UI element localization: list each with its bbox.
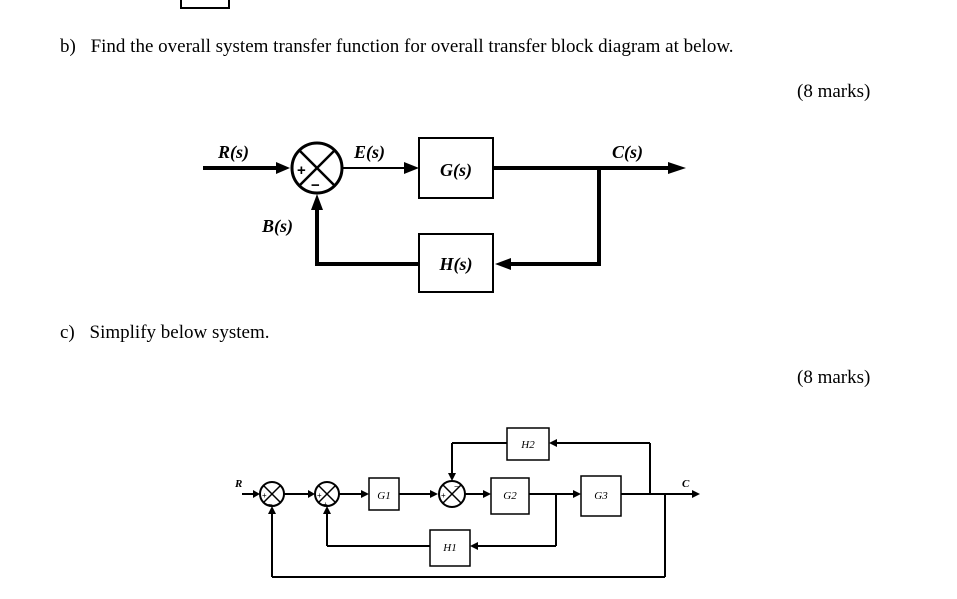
sum-plus-sign: + bbox=[297, 162, 306, 179]
label-output: C(s) bbox=[612, 142, 643, 163]
block-h2 bbox=[506, 427, 550, 461]
feedback-h-arrow bbox=[495, 258, 511, 270]
block-g1 bbox=[368, 477, 400, 511]
sum-minus-sign: − bbox=[311, 177, 320, 194]
c2-plus-sign-bottom: + bbox=[323, 500, 328, 509]
diagram-c bbox=[242, 427, 700, 578]
question-c: c) Simplify below system. bbox=[60, 322, 270, 344]
c3-minus-sign: − bbox=[454, 482, 459, 491]
block-h-label: H(s) bbox=[439, 254, 473, 275]
question-c-marks: (8 marks) bbox=[797, 367, 871, 388]
label-feedback: B(s) bbox=[261, 216, 293, 237]
block-g2 bbox=[490, 477, 530, 515]
c1-plus-sign: + bbox=[262, 491, 267, 500]
question-b: b) Find the overall system transfer func… bbox=[60, 36, 734, 58]
block-h1 bbox=[429, 529, 471, 567]
label-error: E(s) bbox=[353, 142, 385, 163]
block-g-label: G(s) bbox=[440, 160, 472, 181]
block-h1-label: H1 bbox=[442, 542, 456, 554]
error-arrow bbox=[404, 162, 419, 174]
label-c-input: R bbox=[234, 478, 242, 490]
question-b-label: b) bbox=[60, 36, 76, 57]
block-g3 bbox=[580, 475, 622, 517]
output-arrow bbox=[668, 162, 686, 174]
question-b-marks: (8 marks) bbox=[797, 81, 871, 102]
block-g1-label: G1 bbox=[377, 490, 390, 502]
feedback-up-arrow bbox=[311, 194, 323, 210]
input-arrow bbox=[276, 162, 290, 174]
block-h2-label: H2 bbox=[520, 439, 535, 451]
question-c-text: Simplify below system. bbox=[89, 322, 270, 343]
block-g bbox=[418, 137, 494, 199]
c2-plus-sign: + bbox=[317, 491, 322, 500]
c3-plus-sign: + bbox=[441, 491, 446, 500]
c1-minus-sign: − bbox=[268, 500, 273, 509]
block-g2-label: G2 bbox=[503, 490, 517, 502]
diagram-b: + − G(s) H(s) R(s) E(s) C(s) B(s) bbox=[203, 137, 686, 293]
label-input: R(s) bbox=[217, 142, 249, 163]
question-c-label: c) bbox=[60, 322, 75, 343]
cropped-box-remnant bbox=[180, 0, 230, 9]
block-g3-label: G3 bbox=[594, 490, 608, 502]
label-c-output: C bbox=[682, 478, 690, 490]
question-b-text: Find the overall system transfer functio… bbox=[90, 36, 734, 57]
